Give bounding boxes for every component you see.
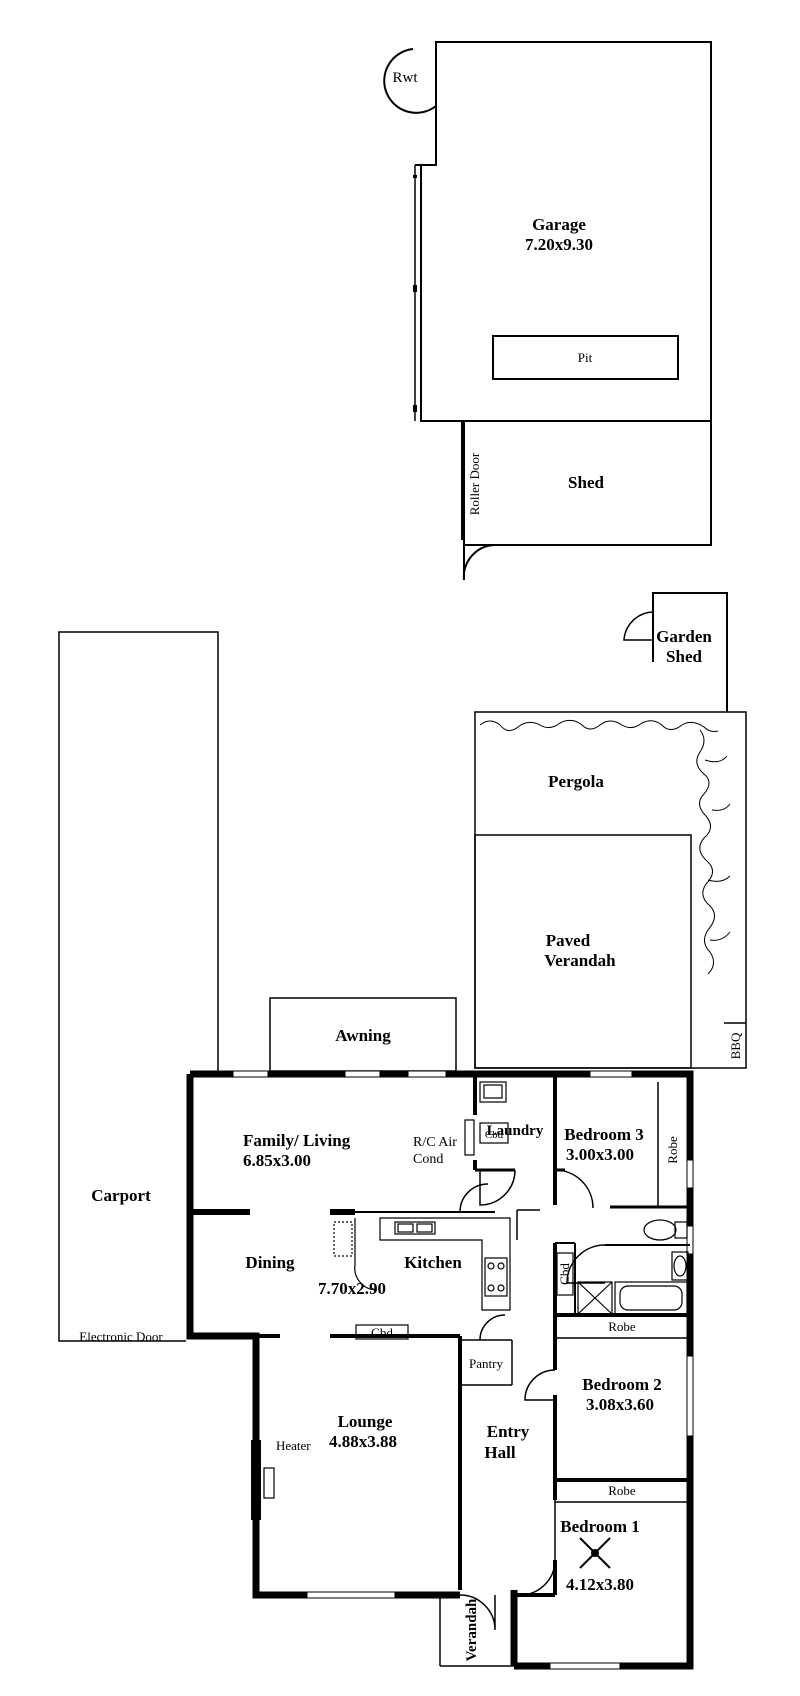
carport-label: Carport	[91, 1186, 151, 1205]
rc-air-label-2: Cond	[413, 1152, 443, 1167]
laundry-cbd-label: Cbd	[485, 1129, 504, 1141]
laundry-tub-icon	[479, 1081, 507, 1103]
family-living-dims: 6.85x3.00	[243, 1151, 311, 1170]
laundry-label: Laundry	[487, 1123, 544, 1139]
fridge	[333, 1221, 353, 1257]
kitchen-door	[459, 1183, 489, 1213]
interior-walls	[190, 1074, 690, 1667]
stove-icon	[484, 1257, 508, 1297]
windows	[232, 1070, 694, 1670]
kitchen-label: Kitchen	[404, 1253, 462, 1272]
heater-label: Heater	[276, 1438, 311, 1453]
bedroom3-label: Bedroom 3	[564, 1125, 644, 1144]
hall-door	[516, 1209, 540, 1240]
paved-verandah-label: Paved	[546, 931, 591, 950]
heater-unit	[263, 1467, 275, 1499]
doors	[459, 1169, 606, 1631]
air-conditioner	[464, 1119, 475, 1156]
carport-area	[58, 631, 219, 1342]
pit	[492, 335, 679, 380]
bedroom2-door	[524, 1369, 556, 1401]
laundry-door	[479, 1169, 516, 1206]
paved-verandah-label-2: Verandah	[544, 951, 616, 970]
rainwater-tank-icon	[383, 48, 437, 114]
shed-label: Shed	[568, 473, 604, 492]
bedroom2-label: Bedroom 2	[582, 1375, 662, 1394]
family-living-label: Family/ Living	[243, 1131, 351, 1150]
dining-kitchen-dims: 7.70x2.90	[318, 1279, 386, 1298]
bath-door	[566, 1244, 606, 1284]
bath-cbd-label: Cbd	[557, 1263, 572, 1285]
garden-shed-label: Garden	[656, 627, 712, 646]
bedroom1-robe-label: Robe	[608, 1483, 636, 1498]
pergola-label: Pergola	[548, 772, 604, 791]
ceiling-fan-icon	[579, 1537, 611, 1569]
entry-hall-label: Entry	[487, 1422, 530, 1441]
bedroom3-dims: 3.00x3.00	[566, 1145, 634, 1164]
electronic-door-label: Electronic Door	[79, 1329, 163, 1344]
pantry-label: Pantry	[469, 1356, 503, 1371]
bedroom3-door	[554, 1169, 594, 1209]
awning-label: Awning	[335, 1026, 391, 1045]
entry-door	[459, 1594, 496, 1631]
bedroom1-dims: 4.12x3.80	[566, 1575, 634, 1594]
basin-icon	[671, 1251, 689, 1281]
lounge-label: Lounge	[338, 1412, 393, 1431]
kitchen-bench	[379, 1217, 511, 1311]
paved-verandah-area	[474, 834, 692, 1069]
bedroom2-robe-label: Robe	[608, 1319, 636, 1334]
roller-door	[462, 421, 495, 581]
garden-shed	[623, 592, 728, 712]
rwt-label: Rwt	[392, 70, 418, 86]
bath-icon	[614, 1281, 688, 1315]
sink-icon	[394, 1221, 436, 1235]
rc-air-label: R/C Air	[413, 1135, 457, 1150]
roller-door-label: Roller Door	[467, 452, 482, 515]
fixtures	[263, 1081, 689, 1569]
entry-hall-label-2: Hall	[484, 1443, 515, 1462]
bedroom1-label: Bedroom 1	[560, 1517, 640, 1536]
bbq-label: BBQ	[728, 1032, 743, 1059]
pergola-area	[474, 711, 747, 1069]
shower-icon	[577, 1281, 613, 1315]
pantry-door	[479, 1314, 506, 1341]
toilet-icon	[643, 1219, 688, 1241]
garden-shed-label-2: Shed	[666, 647, 702, 666]
verandah-label: Verandah	[464, 1598, 480, 1661]
vine-decoration	[479, 719, 731, 975]
outdoor-area	[474, 711, 747, 1069]
dining-label: Dining	[245, 1253, 295, 1272]
garage-block	[383, 41, 712, 581]
garage-label: Garage	[532, 215, 586, 234]
bedroom3-robe-label: Robe	[665, 1136, 680, 1164]
bedroom1-door	[519, 1500, 556, 1596]
bedroom2-dims: 3.08x3.60	[586, 1395, 654, 1414]
garage-wall	[420, 41, 712, 422]
lounge-dims: 4.88x3.88	[329, 1432, 397, 1451]
garage-dims: 7.20x9.30	[525, 235, 593, 254]
kitchen-cbd-label: Cbd	[371, 1325, 393, 1340]
pit-label: Pit	[578, 350, 593, 365]
